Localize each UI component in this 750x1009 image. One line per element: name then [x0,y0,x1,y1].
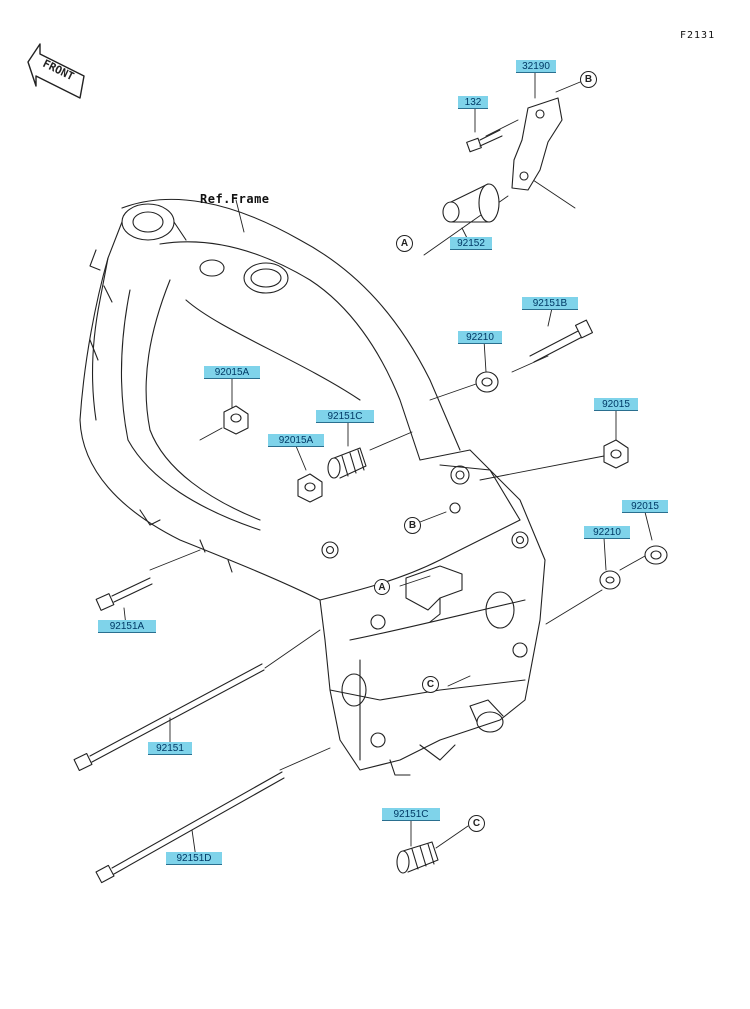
part-label-92151C-lower[interactable]: 92151C [382,808,440,821]
part-label-92210-upper[interactable]: 92210 [458,331,502,344]
part-label-92210-lower[interactable]: 92210 [584,526,630,539]
front-arrow-icon: FRONT [27,43,85,99]
bolt-92151D-icon [95,771,285,884]
part-label-92151D[interactable]: 92151D [166,852,222,865]
part-label-92015-upper[interactable]: 92015 [594,398,638,411]
nut-92015A-lower-icon [297,473,323,503]
part-label-92151[interactable]: 92151 [148,742,192,755]
reference-marker-c-upper: C [422,676,439,693]
bolt-92151B-icon [529,319,594,363]
reference-marker-a-upper: A [396,235,413,252]
reference-frame-label: Ref.Frame [200,192,270,206]
leader-lines [123,71,653,859]
bolt-92151A-icon [95,577,153,611]
part-label-92015A-upper[interactable]: 92015A [204,366,260,379]
reference-marker-b-lower: B [404,517,421,534]
nut-92210-upper-icon [475,371,499,393]
part-label-92151A[interactable]: 92151A [98,620,156,633]
part-label-92151B[interactable]: 92151B [522,297,578,310]
nut-92015A-upper-icon [223,405,249,435]
part-label-92015-lower[interactable]: 92015 [622,500,668,513]
collar-92152-icon [442,183,500,223]
part-label-92152[interactable]: 92152 [450,237,492,250]
reference-marker-c-lower: C [468,815,485,832]
bracket-32190-icon [511,97,563,191]
nut-92015-upper-icon [603,439,629,469]
sleeve-92151C-upper-icon [327,447,367,479]
part-label-132[interactable]: 132 [458,96,488,109]
part-label-92015A-lower[interactable]: 92015A [268,434,324,447]
figure-code: F2131 [680,30,716,41]
reference-marker-b-upper: B [580,71,597,88]
part-label-92151C-upper[interactable]: 92151C [316,410,374,423]
sleeve-92151C-lower-icon [396,841,439,874]
washer-92015-lower-icon [644,545,668,565]
bolt-132-icon [466,129,503,153]
bolt-92151-icon [73,663,265,772]
nut-92210-lower-icon [599,570,621,590]
reference-marker-a-lower: A [374,579,390,595]
part-label-32190[interactable]: 32190 [516,60,556,73]
